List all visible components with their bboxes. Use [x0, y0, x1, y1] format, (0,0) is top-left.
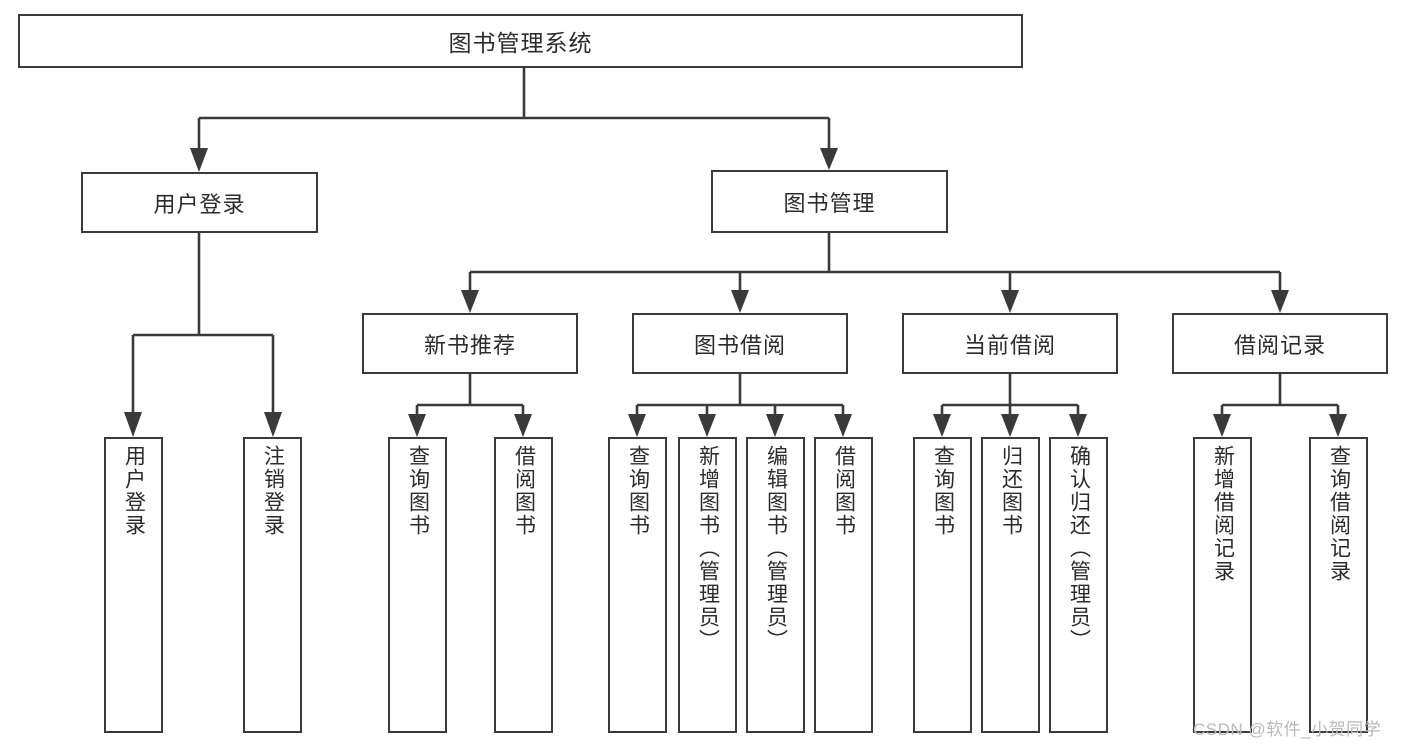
node-current-borrow[interactable]: 当前借阅 [902, 313, 1118, 374]
node-label: 归还图书 [999, 445, 1023, 537]
node-label: 用户登录 [122, 445, 146, 537]
leaf-borrow-query-book[interactable]: 查询图书 [608, 437, 667, 733]
node-label: 新增图书（管理员） [696, 445, 720, 652]
leaf-new-book-borrow[interactable]: 借阅图书 [494, 437, 553, 733]
node-label: 查询图书 [406, 445, 430, 537]
node-label: 当前借阅 [963, 332, 1056, 358]
node-label: 借阅记录 [1233, 332, 1326, 358]
node-label: 编辑图书（管理员） [764, 445, 788, 652]
leaf-borrow-add-book-admin[interactable]: 新增图书（管理员） [678, 437, 737, 733]
leaf-borrow-edit-book-admin[interactable]: 编辑图书（管理员） [746, 437, 805, 733]
node-label: 借阅图书 [832, 445, 856, 537]
node-label: 确认归还（管理员） [1067, 445, 1091, 652]
leaf-record-add-borrow-record[interactable]: 新增借阅记录 [1193, 437, 1252, 733]
node-label: 查询借阅记录 [1327, 445, 1351, 583]
leaf-borrow-borrow-book[interactable]: 借阅图书 [814, 437, 873, 733]
node-label: 用户登录 [153, 191, 246, 217]
node-book-management[interactable]: 图书管理 [711, 170, 948, 233]
node-label: 新增借阅记录 [1211, 445, 1235, 583]
node-label: 借阅图书 [512, 445, 536, 537]
node-label: 图书管理系统 [448, 30, 593, 56]
node-new-book-recommend[interactable]: 新书推荐 [362, 313, 578, 374]
node-borrow-record[interactable]: 借阅记录 [1172, 313, 1388, 374]
leaf-new-book-query[interactable]: 查询图书 [388, 437, 447, 733]
node-book-borrow[interactable]: 图书借阅 [632, 313, 848, 374]
node-root-system[interactable]: 图书管理系统 [18, 14, 1023, 68]
node-label: 注销登录 [261, 445, 285, 537]
node-label: 新书推荐 [423, 332, 516, 358]
node-label: 图书管理 [783, 190, 876, 216]
leaf-current-return-book[interactable]: 归还图书 [981, 437, 1040, 733]
leaf-user-login-login[interactable]: 用户登录 [104, 437, 163, 733]
leaf-user-login-logout[interactable]: 注销登录 [243, 437, 302, 733]
node-user-login[interactable]: 用户登录 [81, 172, 318, 233]
node-label: 图书借阅 [693, 332, 786, 358]
leaf-record-query-borrow-record[interactable]: 查询借阅记录 [1309, 437, 1368, 733]
leaf-current-confirm-return-admin[interactable]: 确认归还（管理员） [1049, 437, 1108, 733]
leaf-current-query-book[interactable]: 查询图书 [913, 437, 972, 733]
node-label: 查询图书 [626, 445, 650, 537]
node-label: 查询图书 [931, 445, 955, 537]
